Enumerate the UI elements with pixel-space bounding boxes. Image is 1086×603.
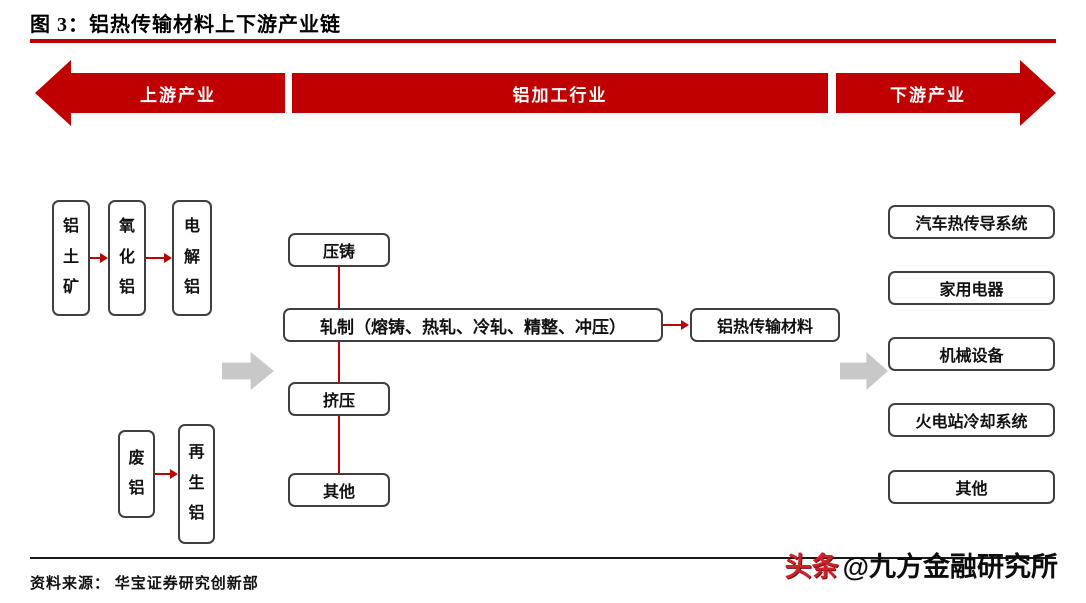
arrow-shaft [146, 257, 166, 259]
figure-title: 图 3：铝热传输材料上下游产业链 [30, 14, 341, 36]
node-power-plant-cooling: 火电站冷却系统 [888, 403, 1055, 437]
node-auto-thermal-system-label: 汽车热传导系统 [915, 216, 1028, 233]
arrow-rolling-to-product [663, 319, 689, 331]
node-processing-other: 其他 [288, 473, 390, 507]
arrow-shaft [155, 473, 172, 475]
node-electrolytic-aluminum-label: 电解铝 [183, 218, 200, 297]
connector-diecasting-rolling [338, 267, 340, 308]
node-bauxite-label: 铝土矿 [62, 218, 79, 297]
node-rolling-label: 轧制（熔铸、热轧、冷轧、精整、冲压） [320, 317, 626, 337]
node-home-appliances: 家用电器 [888, 271, 1055, 305]
node-bauxite: 铝土矿 [52, 200, 90, 316]
node-extrusion: 挤压 [288, 382, 390, 416]
connector-extrusion-other [338, 416, 340, 473]
banner-processing-bar: 铝加工行业 [292, 73, 828, 113]
node-downstream-other: 其他 [888, 470, 1055, 504]
arrow-shaft [663, 324, 683, 326]
node-extrusion-label: 挤压 [322, 393, 355, 410]
node-machinery-label: 机械设备 [939, 348, 1004, 365]
processing-to-downstream-arrow-icon [840, 352, 888, 390]
watermark-account: @九方金融研究所 [842, 552, 1058, 582]
arrow-bauxite-to-alumina [90, 252, 108, 264]
connector-rolling-extrusion [338, 342, 340, 382]
banner-upstream-label: 上游产业 [140, 85, 216, 105]
industry-banner: 上游产业 铝加工行业 下游产业 [35, 60, 1056, 126]
node-scrap-aluminum-label: 废铝 [128, 449, 145, 497]
node-alumina: 氧化铝 [108, 200, 146, 316]
node-processing-other-label: 其他 [322, 484, 355, 501]
node-heat-transfer-material-label: 铝热传输材料 [716, 319, 813, 336]
arrow-shaft [90, 257, 102, 259]
arrowhead-icon [100, 253, 108, 263]
banner-upstream-arrow: 上游产业 [35, 60, 285, 126]
node-heat-transfer-material: 铝热传输材料 [690, 308, 840, 342]
node-alumina-label: 氧化铝 [118, 218, 135, 297]
node-electrolytic-aluminum: 电解铝 [172, 200, 212, 316]
footer-divider [30, 557, 1056, 559]
arrowhead-icon [681, 320, 689, 330]
title-divider [30, 39, 1056, 43]
node-scrap-aluminum: 废铝 [118, 430, 155, 518]
banner-downstream-label: 下游产业 [890, 85, 966, 105]
arrowhead-icon [170, 469, 178, 479]
node-home-appliances-label: 家用电器 [939, 282, 1004, 299]
node-recycled-aluminum: 再生铝 [178, 424, 215, 544]
watermark: 头条 @九方金融研究所 [785, 545, 1058, 584]
upstream-to-processing-arrow-icon [222, 352, 274, 390]
node-recycled-aluminum-label: 再生铝 [188, 444, 205, 523]
node-power-plant-cooling-label: 火电站冷却系统 [915, 414, 1028, 431]
node-rolling: 轧制（熔铸、热轧、冷轧、精整、冲压） [283, 308, 663, 342]
node-downstream-other-label: 其他 [955, 481, 988, 498]
toutiao-logo: 头条 [784, 552, 839, 582]
source-note: 资料来源： 华宝证券研究创新部 [30, 576, 259, 592]
node-machinery: 机械设备 [888, 337, 1055, 371]
node-auto-thermal-system: 汽车热传导系统 [888, 205, 1055, 239]
arrow-scrap-to-recycled [155, 468, 178, 480]
arrow-alumina-to-electrolytic [146, 252, 172, 264]
arrowhead-icon [164, 253, 172, 263]
banner-processing-label: 铝加工行业 [512, 85, 608, 105]
banner-downstream-arrow: 下游产业 [836, 60, 1056, 126]
node-die-casting: 压铸 [288, 233, 390, 267]
node-die-casting-label: 压铸 [322, 244, 355, 261]
